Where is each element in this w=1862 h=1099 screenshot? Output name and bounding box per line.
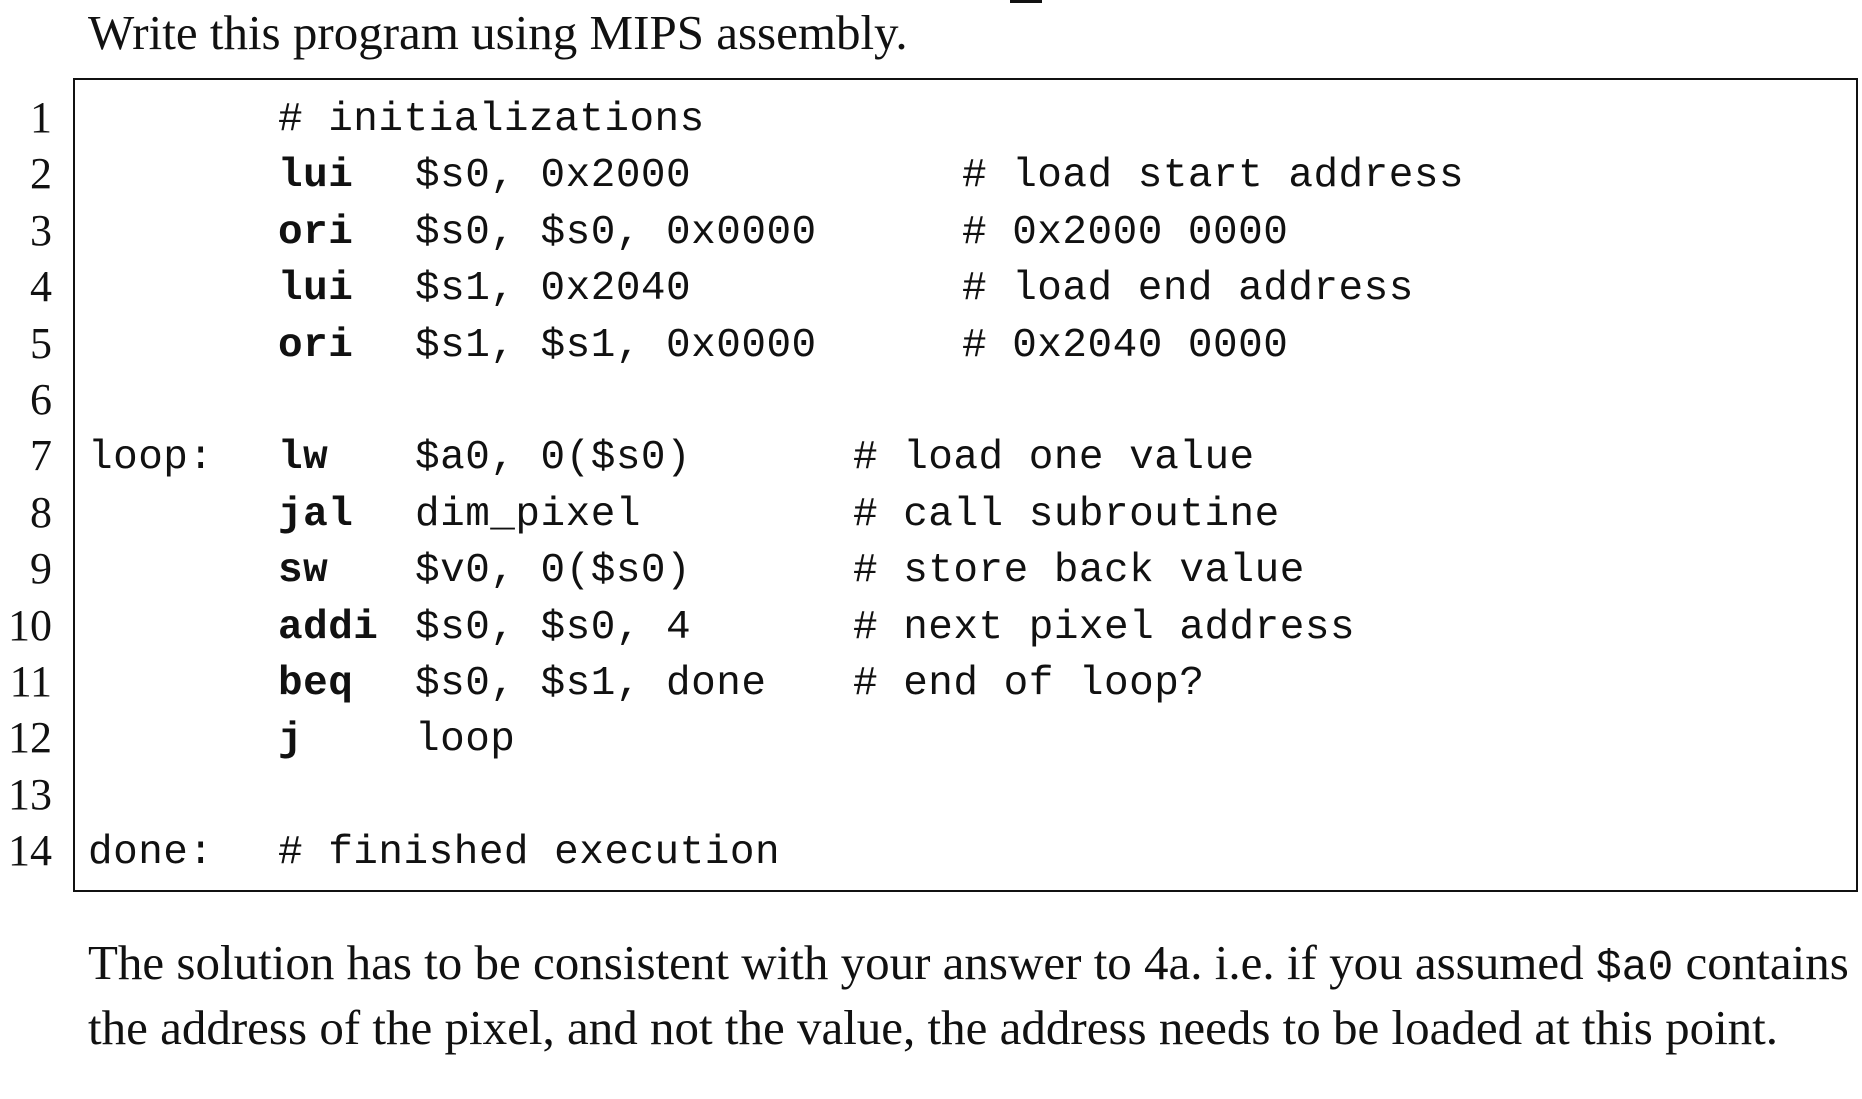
code-opcode: lui: [278, 153, 354, 200]
code-label: loop:: [88, 435, 214, 482]
explanation-text: The solution has to be consistent with y…: [88, 933, 1858, 1058]
line-number: 10: [8, 600, 52, 650]
line-number: 3: [30, 205, 52, 255]
code-comment-line: # finished execution: [278, 830, 781, 877]
code-operands: $a0, 0($s0): [415, 435, 692, 482]
code-opcode: jal: [278, 491, 354, 538]
code-opcode: addi: [278, 604, 379, 651]
line-number: 2: [30, 149, 52, 199]
line-number: 9: [30, 544, 52, 594]
code-operands: $s1, 0x2040: [415, 266, 692, 313]
line-number: 11: [9, 657, 52, 706]
line-number: 1: [30, 93, 52, 142]
code-comment-line: # initializations: [278, 97, 705, 143]
header-rule-fragment: [1010, 0, 1042, 3]
line-number: 7: [30, 431, 52, 481]
line-number: 5: [30, 318, 52, 368]
line-number: 6: [30, 375, 52, 424]
line-number: 4: [30, 262, 52, 312]
code-operands: $v0, 0($s0): [415, 548, 692, 595]
code-operands: $s0, $s0, 0x0000: [415, 209, 817, 256]
code-operands: $s1, $s1, 0x0000: [415, 322, 817, 369]
code-comment: # load start address: [962, 153, 1465, 200]
code-comment: # load end address: [962, 266, 1414, 313]
explanation-part-2: contains the address of the pixel, and n…: [88, 935, 1849, 1055]
code-opcode: lw: [278, 435, 329, 482]
code-comment: # call subroutine: [853, 491, 1280, 538]
code-opcode: j: [278, 717, 304, 764]
code-opcode: ori: [278, 322, 354, 369]
code-operands: $s0, 0x2000: [415, 153, 692, 200]
register-reference: $a0: [1595, 943, 1674, 992]
code-opcode: sw: [278, 548, 329, 595]
code-opcode: beq: [278, 661, 354, 707]
code-comment: # load one value: [853, 435, 1255, 482]
line-number: 8: [30, 487, 52, 537]
code-operands: $s0, $s1, done: [415, 661, 767, 707]
code-opcode: ori: [278, 209, 354, 256]
code-comment: # store back value: [853, 548, 1305, 595]
code-comment: # 0x2000 0000: [962, 209, 1289, 256]
code-label: done:: [88, 830, 214, 877]
line-number: 14: [8, 826, 52, 876]
code-comment: # next pixel address: [853, 604, 1356, 651]
code-comment: # end of loop?: [853, 661, 1205, 707]
code-operands: loop: [415, 717, 516, 764]
code-listing-box: [73, 78, 1858, 892]
code-operands: dim_pixel: [415, 491, 641, 538]
code-operands: $s0, $s0, 4: [415, 604, 692, 651]
explanation-part-1: The solution has to be consistent with y…: [88, 935, 1596, 990]
intro-text: Write this program using MIPS assembly.: [88, 5, 908, 60]
code-opcode: lui: [278, 266, 354, 313]
line-number: 12: [8, 713, 52, 763]
code-comment: # 0x2040 0000: [962, 322, 1289, 369]
line-number: 13: [8, 769, 52, 819]
